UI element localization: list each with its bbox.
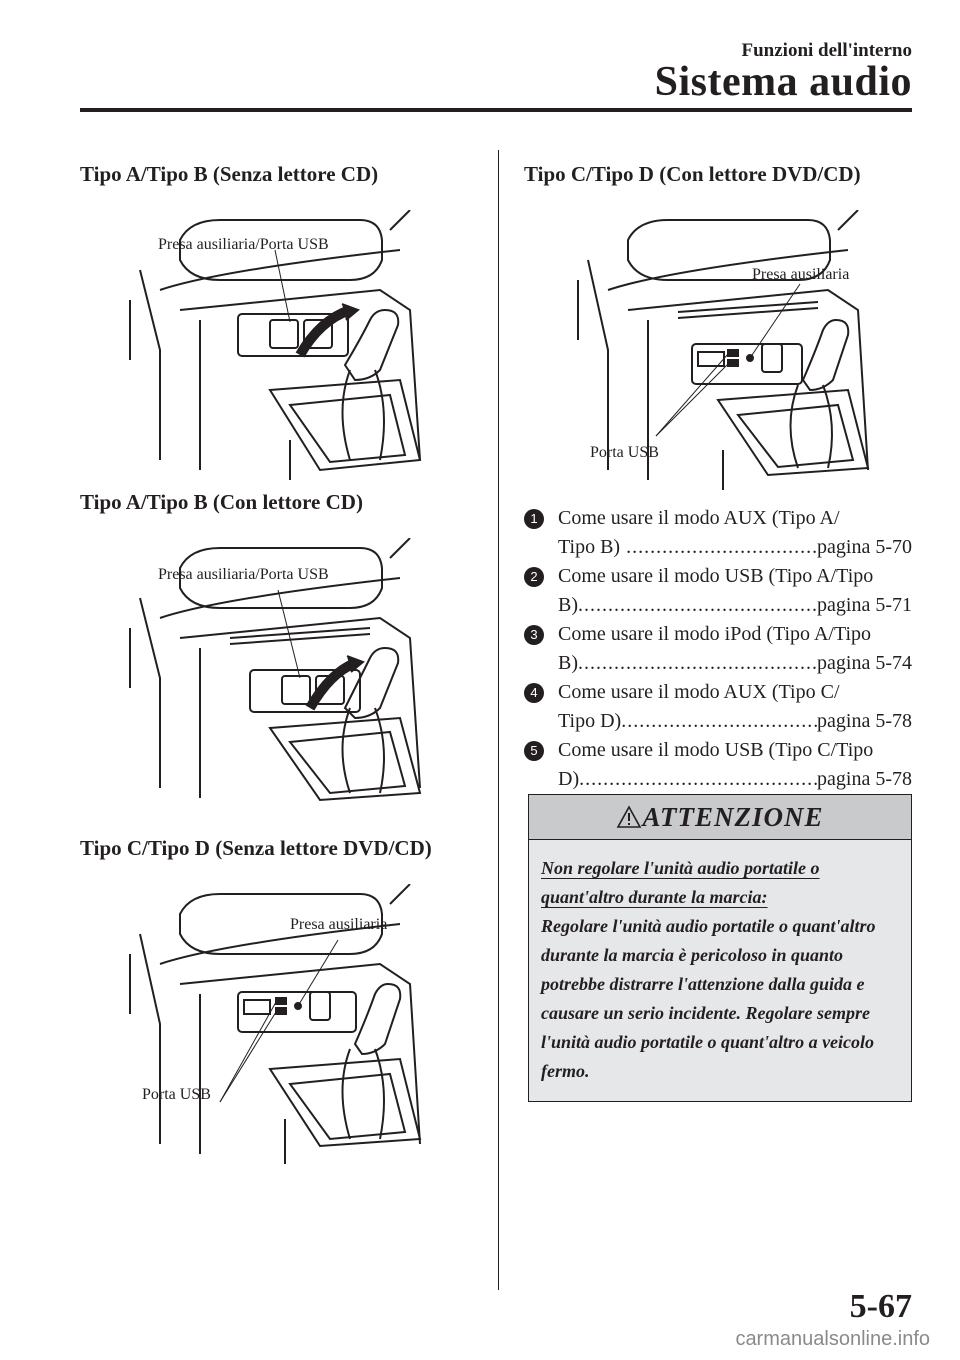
reference-list: 1 Come usare il modo AUX (Tipo A/ Tipo B… [522, 504, 912, 794]
figure-title-4: Tipo C/Tipo D (Con lettore DVD/CD) [524, 162, 861, 186]
column-divider [498, 150, 499, 1290]
page-title: Sistema audio [654, 59, 912, 105]
reference-item: 1 Come usare il modo AUX (Tipo A/ Tipo B… [522, 504, 912, 562]
figure-title-2: Tipo A/Tipo B (Con lettore CD) [80, 490, 363, 514]
warning-lead: Non regolare l'unità audio portatile o q… [541, 858, 820, 907]
reference-text: Come usare il modo USB (Tipo C/Tipo [558, 739, 874, 761]
reference-text: Come usare il modo USB (Tipo A/Tipo [558, 565, 874, 587]
warning-text: Regolare l'unità audio portatile o quant… [541, 916, 876, 1081]
step-number-4: 4 [524, 683, 544, 703]
callout-aux-4: Presa ausiliaria [752, 266, 850, 283]
reference-item: 2 Come usare il modo USB (Tipo A/Tipo B)… [522, 562, 912, 620]
figure-title-1: Tipo A/Tipo B (Senza lettore CD) [80, 162, 379, 186]
callout-usb-3: Porta USB [142, 1086, 211, 1103]
reference-text-cont: B) [558, 652, 578, 674]
header-rule [80, 108, 912, 112]
step-number-2: 2 [524, 567, 544, 587]
warning-triangle-icon [617, 805, 642, 828]
warning-body: Non regolare l'unità audio portatile o q… [529, 840, 911, 1086]
page-ref: pagina 5-78 [817, 710, 912, 732]
page-number: 5-67 [849, 1288, 912, 1325]
page-ref: pagina 5-74 [817, 652, 912, 674]
warning-title: ATTENZIONE [642, 801, 824, 832]
reference-text-cont: D) [558, 768, 580, 790]
figure-title-3: Tipo C/Tipo D (Senza lettore DVD/CD) [80, 836, 432, 860]
callout-aux-usb-1: Presa ausiliaria/Porta USB [158, 236, 329, 253]
step-number-5: 5 [524, 741, 544, 761]
watermark-logo: carmanualsonline.info [735, 1328, 930, 1350]
step-number-3: 3 [524, 625, 544, 645]
reference-text: Come usare il modo iPod (Tipo A/Tipo [558, 623, 872, 645]
callout-usb-4: Porta USB [590, 444, 659, 461]
callout-aux-3: Presa ausiliaria [290, 916, 388, 933]
page-ref: pagina 5-78 [817, 768, 912, 790]
section-name: Funzioni dell'interno [741, 40, 913, 61]
reference-text: Come usare il modo AUX (Tipo A/ [558, 507, 840, 529]
reference-text-cont: Tipo B) [558, 536, 621, 558]
page-ref: pagina 5-70 [817, 536, 912, 558]
page-ref: pagina 5-71 [817, 594, 912, 616]
reference-text-cont: B) [558, 594, 578, 616]
callout-aux-usb-2: Presa ausiliaria/Porta USB [158, 566, 329, 583]
console-illustration-1 [120, 210, 440, 480]
reference-item: 3 Come usare il modo iPod (Tipo A/Tipo B… [522, 620, 912, 678]
reference-text: Come usare il modo AUX (Tipo C/ [558, 681, 840, 703]
reference-item: 5 Come usare il modo USB (Tipo C/Tipo D)… [522, 736, 912, 794]
reference-item: 4 Come usare il modo AUX (Tipo C/ Tipo D… [522, 678, 912, 736]
warning-box: ATTENZIONE Non regolare l'unità audio po… [528, 794, 912, 1102]
reference-text-cont: Tipo D) [558, 710, 622, 732]
warning-header: ATTENZIONE [529, 795, 911, 840]
step-number-1: 1 [524, 509, 544, 529]
console-illustration-2 [120, 538, 440, 808]
console-illustration-4 [568, 210, 888, 490]
console-illustration-3 [120, 884, 440, 1164]
